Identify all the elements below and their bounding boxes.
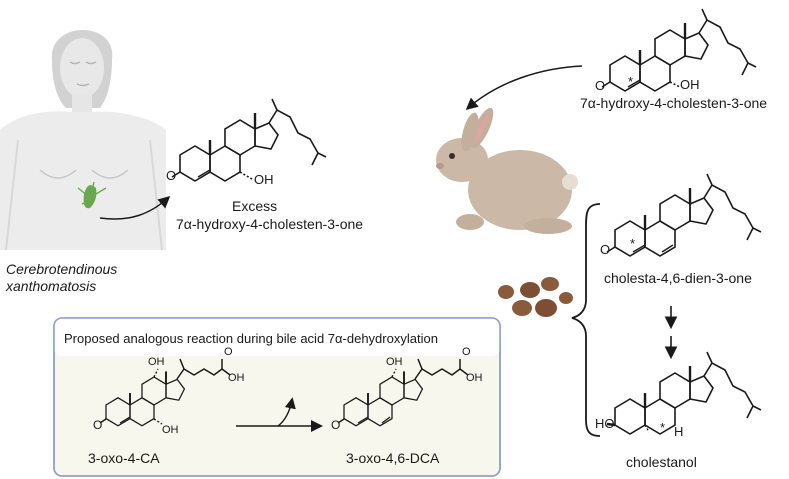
tr-atom-oh: OH (680, 77, 700, 92)
tl-excess-label: Excess (232, 198, 278, 214)
oxo-dca-steroid (337, 358, 469, 427)
box-right-acid-oh: OH (466, 372, 483, 384)
condition-label-line1: Cerebrotendinous (6, 261, 118, 277)
dienone-steroid (606, 173, 762, 258)
cholestanol-name: cholestanol (626, 454, 697, 470)
tr-molecule-name: 7α-hydroxy-4-cholesten-3-one (580, 95, 768, 111)
box-left-acid-oh: OH (228, 372, 245, 384)
top-right-steroid (601, 8, 757, 93)
tl-molecule-name: 7α-hydroxy-4-cholesten-3-one (176, 216, 364, 232)
fecal-pellets (498, 277, 573, 317)
tl-atom-oh: OH (254, 172, 274, 187)
box-left-atom-o: O (93, 418, 103, 432)
dienone-name: cholesta-4,6-dien-3-one (604, 270, 752, 286)
water-loss-arrow (277, 397, 296, 427)
tl-atom-o: O (166, 168, 177, 183)
gallbladder-icon (83, 185, 97, 209)
cholestanol-stereo-mark: * (660, 420, 666, 435)
box-left-name: 3-oxo-4-CA (88, 450, 160, 466)
patient-to-molecule-arrow (99, 196, 171, 220)
box-right-atom-o: O (331, 418, 341, 432)
top-left-steroid (171, 98, 327, 183)
dienone-stereo-mark: * (630, 236, 636, 251)
box-right-atom-oh-top: OH (386, 356, 403, 368)
pathway-brace (571, 203, 601, 437)
box-right-name: 3-oxo-4,6-DCA (346, 450, 440, 466)
cholestanol-steroid (606, 351, 762, 436)
rabbit-illustration (436, 107, 578, 234)
patient-figure (0, 30, 166, 251)
tr-stereo-mark: * (628, 74, 634, 89)
molecule-to-rabbit-arrow (465, 65, 583, 110)
cholestanol-atom-h: H (674, 424, 684, 439)
box-left-atom-oh: OH (162, 424, 179, 436)
box-title: Proposed analogous reaction during bile … (64, 331, 438, 346)
box-right-acid-o: O (462, 346, 471, 358)
condition-label-line2: xanthomatosis (6, 278, 97, 294)
cholestanol-atom-ho: HO (595, 416, 615, 431)
oxo-ca-steroid (99, 358, 231, 427)
dienone-atom-o: O (600, 242, 611, 257)
box-left-atom-oh-top: OH (148, 356, 165, 368)
tr-atom-o: O (595, 78, 606, 93)
box-left-acid-o: O (224, 346, 233, 358)
